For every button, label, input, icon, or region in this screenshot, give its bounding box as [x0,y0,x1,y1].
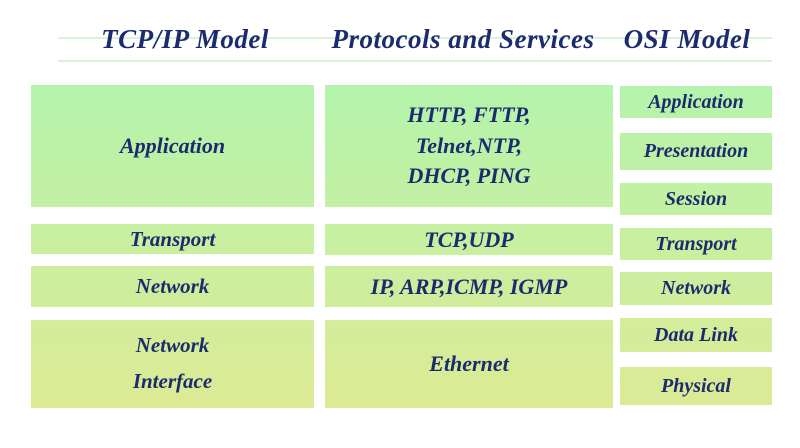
osi-layer-transport-label: Transport [655,232,737,255]
protocols-network-label: IP, ARP,ICMP, IGMP [370,273,568,299]
osi-layer-transport: Transport [620,228,772,260]
tcpip-layer-application: Application [31,85,314,207]
osi-layer-physical-label: Physical [661,374,731,397]
protocols-network-layer: IP, ARP,ICMP, IGMP [325,266,613,307]
tcpip-layer-transport: Transport [31,224,314,254]
osi-layer-session: Session [620,183,772,215]
tcpip-layer-network-interface: Network Interface [31,320,314,408]
tcpip-layer-application-label: Application [119,133,226,159]
header-underline-top [58,37,772,39]
osi-layer-presentation: Presentation [620,133,772,170]
osi-layer-data-link-label: Data Link [654,323,738,346]
header-underline-bottom [58,60,772,62]
protocols-transport-label: TCP,UDP [424,226,514,252]
tcpip-layer-network-interface-line1: Network [135,333,210,358]
column-header-tcpip-model: TCP/IP Model [101,24,269,54]
protocols-application-line3: DHCP, PING [407,163,531,189]
protocols-application-line2: Telnet,NTP, [415,132,523,158]
tcpip-layer-network: Network [31,266,314,307]
protocols-ethernet-label: Ethernet [429,351,509,377]
protocols-transport-layer: TCP,UDP [325,224,613,255]
protocols-application-line1: HTTP, FTTP, [407,101,531,127]
osi-layer-data-link: Data Link [620,318,772,352]
tcpip-layer-network-interface-line2: Interface [132,369,213,393]
tcpip-layer-transport-label: Transport [129,226,216,251]
protocols-network-interface-layer: Ethernet [325,320,613,408]
osi-layer-presentation-label: Presentation [643,140,749,162]
osi-layer-physical: Physical [620,367,772,405]
protocols-application-layer: HTTP, FTTP, Telnet,NTP, DHCP, PING [325,85,613,207]
osi-layer-session-label: Session [664,187,728,210]
osi-layer-network-label: Network [661,277,731,299]
tcpip-layer-network-label: Network [135,274,210,299]
column-header-protocols-services: Protocols and Services [331,24,595,54]
column-header-osi-model: OSI Model [623,24,751,54]
osi-layer-application: Application [620,86,772,118]
osi-layer-network: Network [620,272,772,305]
osi-layer-application-label: Application [648,90,744,113]
